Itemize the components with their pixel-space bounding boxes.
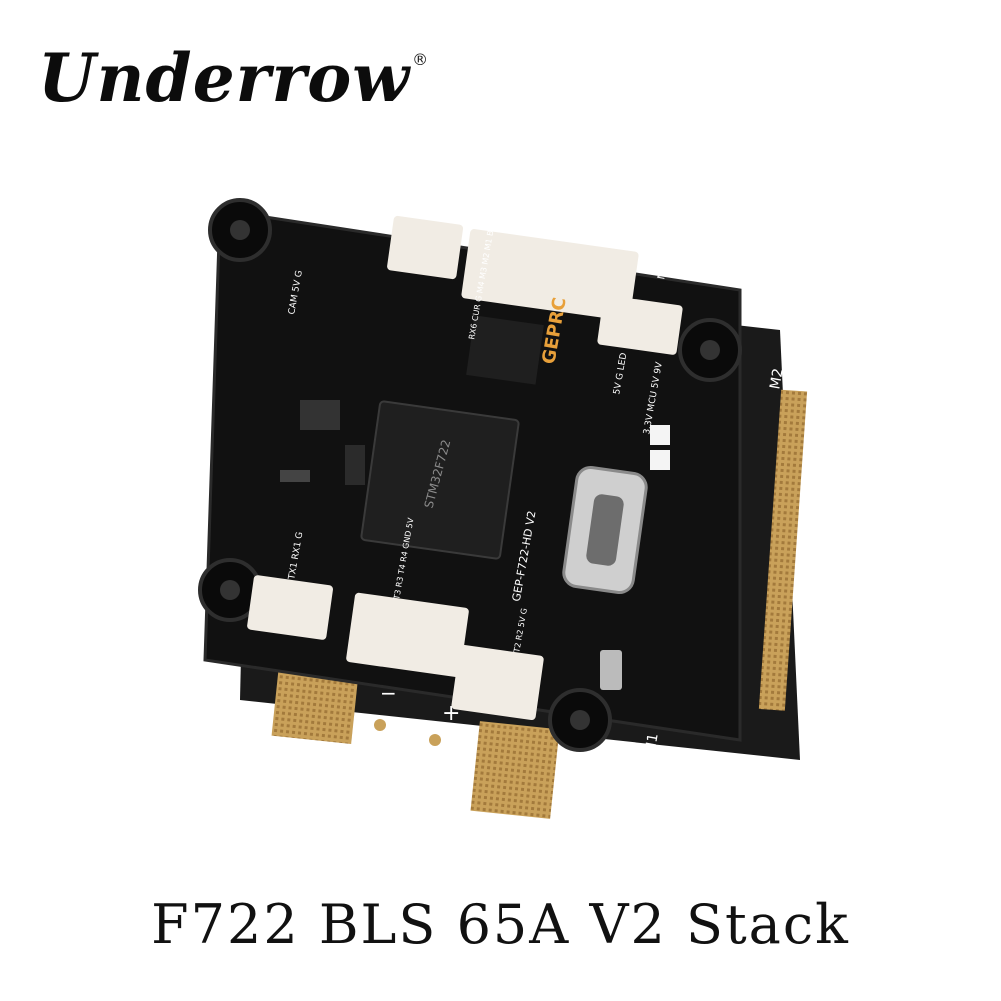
esc-m2-label: M2 [767,367,786,390]
mcu-chip [360,400,520,560]
mounting-hole-icon [678,318,742,382]
esc-connector [461,229,639,321]
camera-connector [387,215,464,280]
uart1-connector [247,575,333,640]
uart-center-connector [346,592,469,678]
power-pad-plus [470,721,560,819]
brand-name: Underrow [38,39,411,117]
mounting-hole-icon [208,198,272,262]
product-photo: − + M2 M1 [198,180,808,819]
uart2-connector [451,644,544,721]
flash-chip [466,315,544,385]
esc-m1-label: M1 [642,732,661,755]
right-connector-label: NC CUR M3 [656,222,677,280]
flight-controller-board: STM32F722 GEPRC GEP-F722-HD V2 M1 BAT GN… [198,180,742,752]
brand-logo: Underrow ® [38,38,428,118]
power-pad-minus [271,666,359,744]
registered-mark: ® [412,50,429,69]
mounting-hole-icon [548,688,612,752]
led-connector [597,295,683,355]
product-caption: F722 BLS 65A V2 Stack [151,893,850,956]
top-connector-label: M1 BAT GND [391,180,413,215]
